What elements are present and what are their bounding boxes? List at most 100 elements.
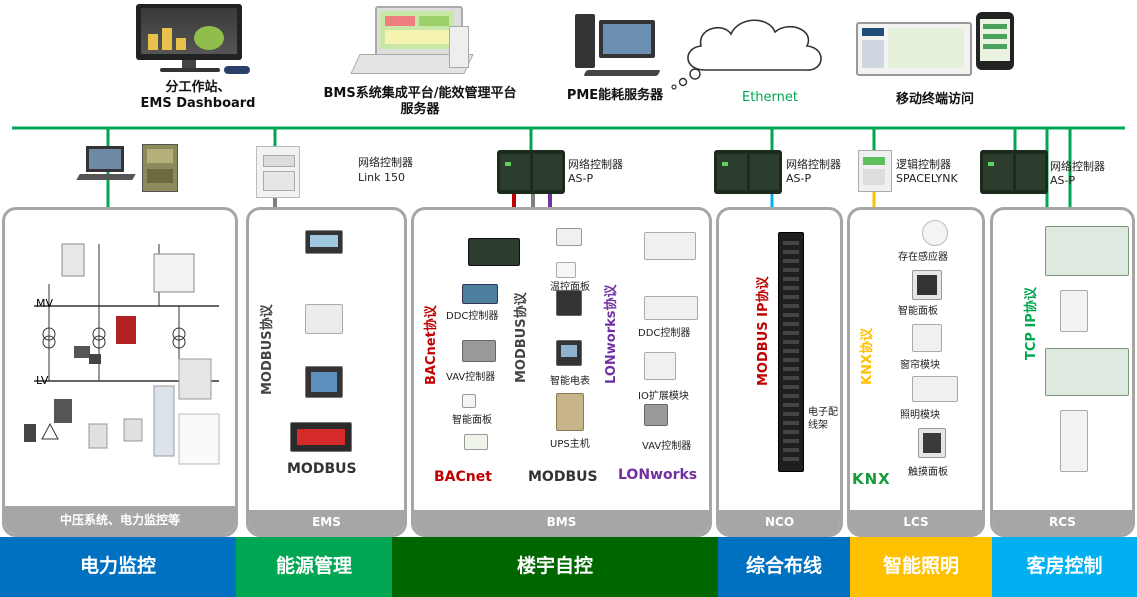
bms-modbus-bus-label: MODBUS bbox=[528, 469, 598, 485]
lcs-device-2: 智能面板 bbox=[898, 306, 938, 317]
lon-ddc-icon bbox=[644, 296, 698, 320]
bacnet-bus-label: BACnet bbox=[434, 469, 492, 485]
curtain-module-icon bbox=[912, 324, 942, 352]
bacnet-device-2: VAV控制器 bbox=[446, 372, 496, 383]
nco-device-line-1: 电子配 bbox=[808, 407, 838, 418]
bms-server-icon bbox=[345, 6, 475, 80]
ems-meter-1-icon bbox=[305, 230, 343, 254]
band-building-automation: 楼宇自控 bbox=[392, 537, 718, 597]
asp1-model: AS-P bbox=[568, 172, 594, 185]
asp3-model: AS-P bbox=[1050, 174, 1076, 187]
bacnet-protocol-label: BACnet协议 bbox=[424, 305, 439, 385]
bacnet-sensor-icon bbox=[464, 434, 488, 450]
link150-controller-icon bbox=[256, 146, 300, 198]
lcs-panel-footer: LCS bbox=[850, 510, 982, 534]
bacnet-router-icon bbox=[468, 238, 520, 266]
workstation-label: 分工作站、 EMS Dashboard bbox=[140, 80, 256, 111]
asp-controller-3-icon bbox=[980, 150, 1048, 194]
rcs-thermostat-1-icon bbox=[1060, 290, 1088, 332]
spacelynk-title: 逻辑控制器 bbox=[896, 158, 951, 171]
workstation-icon bbox=[132, 4, 252, 74]
bacnet-device-3: 智能面板 bbox=[452, 415, 492, 426]
power-panel-footer: 中压系统、电力监控等 bbox=[5, 506, 235, 534]
asp2-title: 网络控制器 bbox=[786, 158, 841, 171]
asp-controller-2-icon bbox=[714, 150, 782, 194]
asp1-title: 网络控制器 bbox=[568, 158, 623, 171]
mv-label: MV bbox=[36, 297, 54, 310]
link150-title: 网络控制器 bbox=[358, 156, 413, 169]
rcs-protocol-label: TCP IP协议 bbox=[1024, 287, 1039, 360]
spacelynk-controller-icon bbox=[858, 150, 892, 192]
ems-meter-2-icon bbox=[305, 304, 343, 334]
band-power-monitoring: 电力监控 bbox=[0, 537, 236, 597]
lon-vav-icon bbox=[644, 404, 668, 426]
lcs-smart-panel-icon bbox=[912, 270, 942, 300]
presence-sensor-icon bbox=[922, 220, 948, 246]
bacnet-vav-icon bbox=[462, 340, 496, 362]
lcs-device-5: 触摸面板 bbox=[908, 467, 948, 478]
lv-label: LV bbox=[36, 374, 49, 387]
ems-meter-3-icon bbox=[305, 366, 343, 398]
power-single-line-diagram bbox=[24, 243, 220, 465]
lon-module-1-icon bbox=[644, 232, 696, 260]
nco-device-line-2: 线架 bbox=[808, 420, 828, 431]
band-room-control: 客房控制 bbox=[992, 537, 1137, 597]
ems-meter-4-icon bbox=[290, 422, 352, 452]
lon-device-2: IO扩展模块 bbox=[638, 391, 689, 402]
bacnet-device-1: DDC控制器 bbox=[446, 311, 499, 322]
ethernet-label: Ethernet bbox=[742, 90, 798, 105]
pme-server-icon bbox=[565, 14, 665, 80]
link150-model: Link 150 bbox=[358, 171, 406, 184]
ems-modbus-bus-label: MODBUS bbox=[287, 461, 357, 477]
gateway-device-icon bbox=[142, 144, 178, 192]
rcs-thermostat-2-icon bbox=[1060, 410, 1088, 472]
power-workstation-icon bbox=[76, 146, 138, 184]
rcs-controller-1-icon bbox=[1045, 226, 1129, 276]
ems-panel-footer: EMS bbox=[249, 510, 404, 534]
lonworks-bus-label: LONworks bbox=[618, 467, 698, 483]
band-energy-management: 能源管理 bbox=[236, 537, 392, 597]
asp3-title: 网络控制器 bbox=[1050, 160, 1105, 173]
nco-protocol-label: MODBUS IP协议 bbox=[756, 276, 771, 387]
lighting-module-icon bbox=[912, 376, 958, 402]
modbus-meter-a-icon bbox=[556, 290, 582, 316]
pme-server-label: PME能耗服务器 bbox=[566, 88, 664, 103]
lon-device-3: VAV控制器 bbox=[642, 441, 692, 452]
mobile-access-label: 移动终端访问 bbox=[895, 92, 974, 107]
modbus-ups-icon bbox=[556, 393, 584, 431]
modbus-display-icon bbox=[556, 262, 576, 278]
modbus-meter-b-icon bbox=[556, 340, 582, 366]
modbus-device-1: 温控面板 bbox=[550, 282, 590, 293]
touch-panel-icon bbox=[918, 428, 946, 458]
lcs-panel: LCS bbox=[847, 207, 985, 537]
modbus-device-3: UPS主机 bbox=[550, 439, 590, 450]
power-panel: 中压系统、电力监控等 bbox=[2, 207, 238, 537]
tablet-icon bbox=[856, 22, 972, 76]
band-structured-cabling: 综合布线 bbox=[718, 537, 850, 597]
modbus-thermostat-icon bbox=[556, 228, 582, 246]
rcs-controller-2-icon bbox=[1045, 348, 1129, 396]
bms-panel-footer: BMS bbox=[414, 510, 709, 534]
patch-panel-icon bbox=[778, 232, 804, 472]
lonworks-protocol-label: LONworks协议 bbox=[604, 284, 619, 385]
asp-controller-1-icon bbox=[497, 150, 565, 194]
lcs-device-3: 窗帘模块 bbox=[900, 360, 940, 371]
lcs-device-1: 存在感应器 bbox=[898, 252, 948, 263]
rcs-panel-footer: RCS bbox=[993, 510, 1132, 534]
knx-logo: KNX bbox=[852, 470, 891, 488]
asp2-model: AS-P bbox=[786, 172, 812, 185]
bms-server-label: BMS系统集成平台/能效管理平台 服务器 bbox=[323, 86, 517, 117]
smartphone-icon bbox=[976, 12, 1014, 70]
lcs-protocol-label: KNX协议 bbox=[860, 328, 875, 385]
bms-modbus-protocol-label: MODBUS协议 bbox=[514, 292, 529, 383]
nco-panel-footer: NCO bbox=[719, 510, 840, 534]
ethernet-cloud-icon bbox=[671, 19, 822, 90]
bacnet-ddc-icon bbox=[462, 284, 498, 304]
band-smart-lighting: 智能照明 bbox=[850, 537, 992, 597]
spacelynk-model: SPACELYNK bbox=[896, 172, 958, 185]
lcs-device-4: 照明模块 bbox=[900, 410, 940, 421]
ems-protocol-label: MODBUS协议 bbox=[260, 304, 275, 395]
lon-io-icon bbox=[644, 352, 676, 380]
bacnet-panel-icon bbox=[462, 394, 476, 408]
